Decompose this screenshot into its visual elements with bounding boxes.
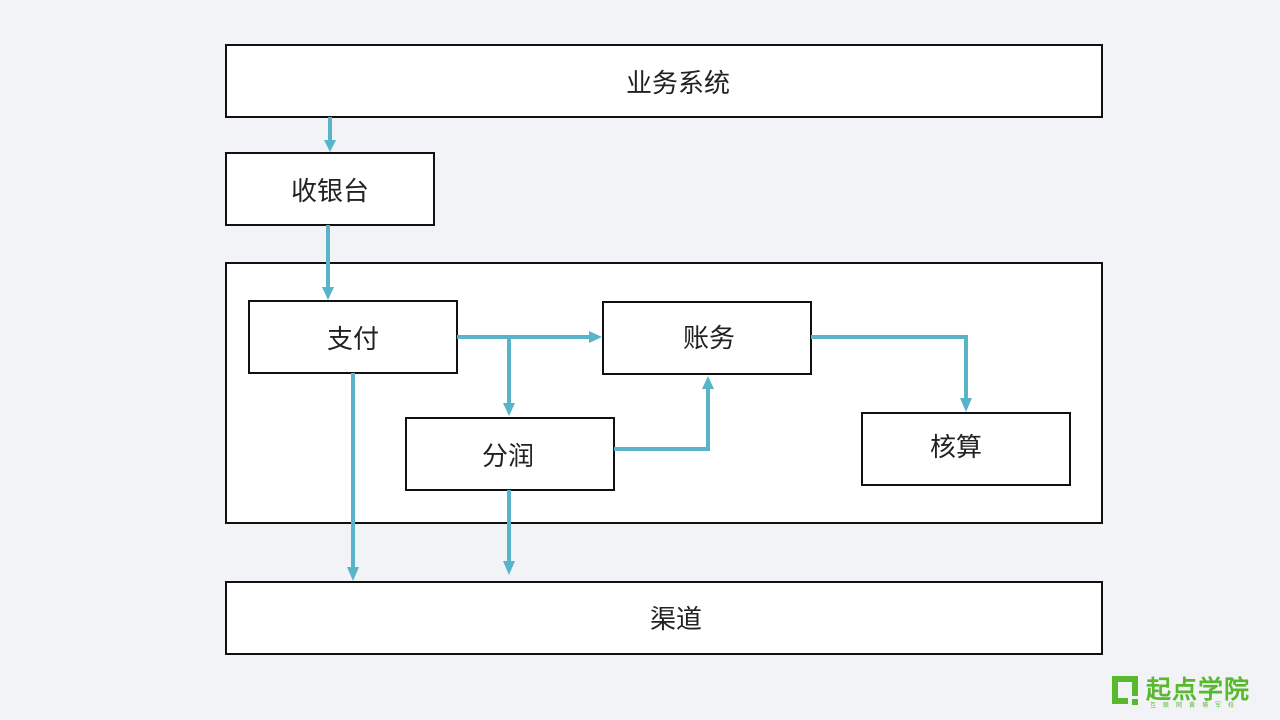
profit-sharing-node: 分润 bbox=[405, 417, 615, 491]
channel-label: 渠道 bbox=[650, 605, 702, 635]
arrow-profit-sharing-to-accounts bbox=[614, 376, 714, 451]
cashier-node: 收银台 bbox=[225, 152, 435, 226]
arrow-profit-sharing-to-channel bbox=[503, 490, 515, 575]
arrow-payment-to-channel bbox=[347, 373, 359, 581]
accounts-label: 账务 bbox=[683, 324, 735, 354]
arrow-payment-to-accounts bbox=[457, 331, 602, 343]
payment-label: 支付 bbox=[327, 325, 379, 355]
payment-node: 支付 bbox=[248, 300, 458, 374]
logo-mark-icon bbox=[1112, 676, 1138, 705]
arrow-cashier-to-payment bbox=[322, 225, 334, 300]
business-system-node: 业务系统 bbox=[225, 44, 1103, 118]
arrow-accounts-to-accounting bbox=[811, 335, 972, 412]
logo: 起点学院 互联网黄埔军校 bbox=[1110, 672, 1270, 712]
accounting-node: 核算 bbox=[861, 412, 1071, 486]
accounts-node: 账务 bbox=[602, 301, 812, 375]
logo-name: 起点学院 bbox=[1146, 675, 1251, 704]
cashier-label: 收银台 bbox=[291, 177, 369, 207]
channel-node: 渠道 bbox=[225, 581, 1103, 655]
logo-tagline: 互联网黄埔军校 bbox=[1150, 702, 1242, 709]
arrow-business-to-cashier bbox=[324, 117, 336, 152]
accounting-label: 核算 bbox=[930, 433, 982, 463]
arrow-payment-to-profit-sharing bbox=[503, 337, 515, 416]
profit-sharing-label: 分润 bbox=[482, 442, 534, 472]
business-system-label: 业务系统 bbox=[626, 69, 730, 99]
